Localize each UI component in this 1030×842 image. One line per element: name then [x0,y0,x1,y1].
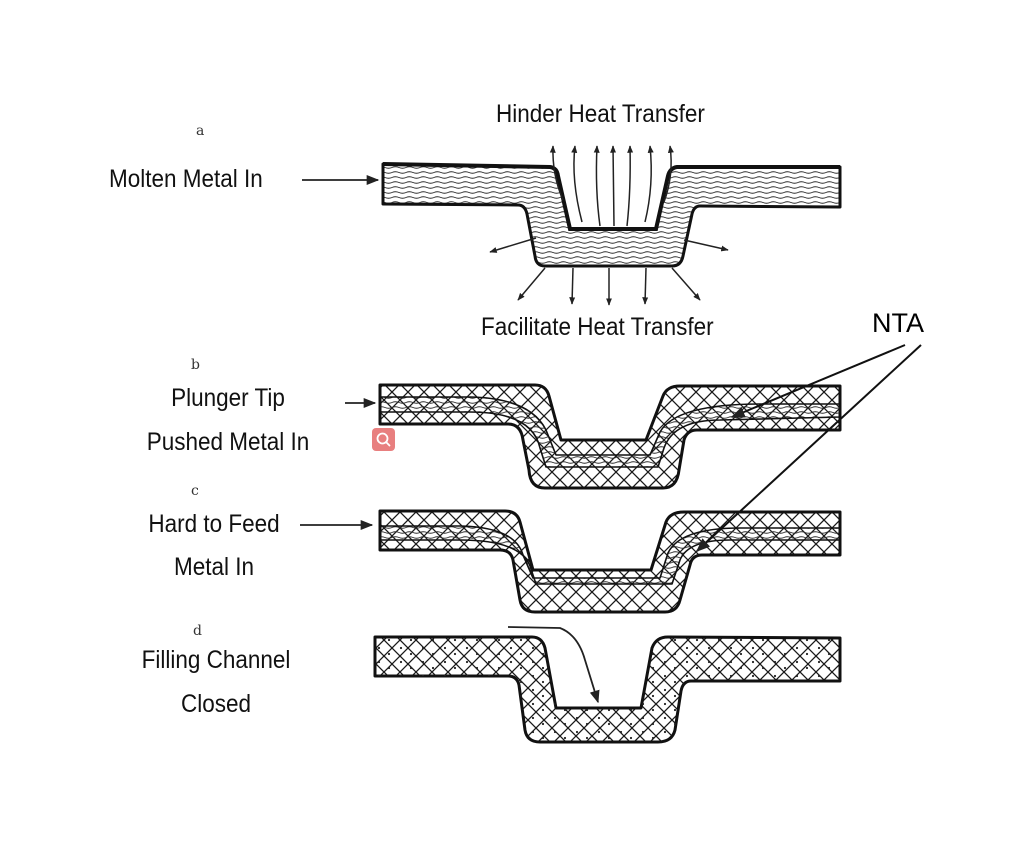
search-icon [376,432,391,447]
panel-d-letter: d [193,623,202,639]
panel-d-channel [373,635,842,744]
zoom-search-button[interactable] [372,428,395,451]
panel-c-label-line2: Metal In [173,553,255,581]
hinder-heat-transfer-label: Hinder Heat Transfer [496,100,705,128]
panel-a-letter: a [196,123,205,139]
panel-a-heat-arrows-down [489,237,729,306]
nta-callout-arrows [695,344,922,552]
molten-metal-in-label: Molten Metal In [109,165,263,193]
panel-a-channel [381,162,842,268]
panel-b-label-line2: Pushed Metal In [146,428,310,456]
panel-c-channel [378,509,842,614]
panel-d-closure-arrow [507,626,600,704]
panel-c-label-line1: Hard to Feed [148,510,280,538]
panel-a-heat-arrows-up [549,145,674,227]
panel-d-label-line2: Closed [180,690,252,718]
panel-d-label-line1: Filling Channel [141,646,291,674]
panel-b-channel [378,383,842,490]
nta-label: NTA [872,308,924,338]
panel-b-letter: b [191,357,200,373]
panel-c-letter: c [191,483,199,499]
panel-b-label-line1: Plunger Tip [171,384,285,412]
facilitate-heat-transfer-label: Facilitate Heat Transfer [481,313,714,341]
